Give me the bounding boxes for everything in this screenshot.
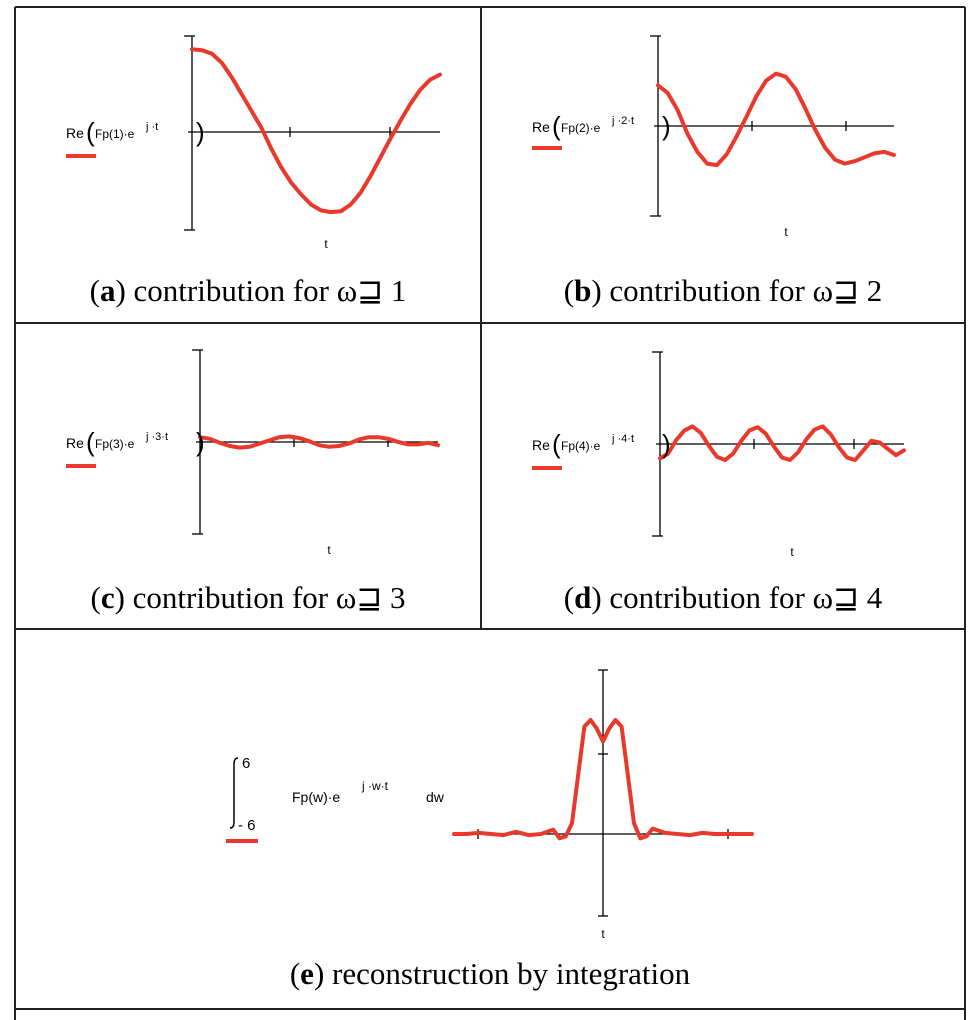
caption-b-text: ) contribution for ω⊒ 2: [591, 273, 883, 308]
chart-c: t Re(Fp(3)·e j ·3·t): [66, 349, 440, 557]
expression-underline-a: [66, 154, 96, 158]
expression-upper-e: 6: [242, 755, 250, 772]
caption-a-text: ) contribution for ω⊒ 1: [115, 273, 407, 308]
integral-sign-e: [229, 757, 239, 829]
expression-d: Re(Fp(4)·e j ·4·t): [532, 429, 671, 470]
expression-underline-c: [66, 464, 96, 468]
expression-sup-b: j ·2·t: [611, 115, 634, 127]
expression-paren-close-a: ): [196, 117, 205, 147]
expression-inner-e: Fp(w)·e: [292, 789, 340, 805]
caption-c: (c) contribution for ω⊒ 3: [16, 580, 480, 616]
x-axis-label-d: t: [790, 545, 794, 559]
expression-sup-a: j ·t: [145, 121, 158, 133]
expression-paren-close-b: ): [662, 111, 671, 141]
caption-c-open: (: [90, 580, 101, 615]
expression-inner-c: Fp(3)·e: [95, 437, 135, 451]
panel-e: t 6 - 6 Fp(w)·e j ·w·t dw (e) reconstruction …: [16, 630, 964, 1008]
expression-underline-b: [532, 146, 562, 150]
expression-paren-open-d: (: [552, 429, 561, 459]
series-line-d: [658, 424, 906, 462]
expression-paren-close-c: ): [196, 427, 205, 457]
expression-a: Re(Fp(1)·e j ·t): [66, 117, 205, 158]
caption-d-text: ) contribution for ω⊒ 4: [591, 580, 883, 615]
caption-e-open: (: [289, 956, 301, 991]
caption-c-letter: c: [100, 580, 115, 615]
caption-e-letter: e: [300, 956, 314, 991]
expression-underline-d: [532, 466, 562, 470]
chart-a: t Re(Fp(1)·e j ·t): [66, 35, 442, 251]
x-axis-label-a: t: [324, 237, 328, 251]
caption-b-letter: b: [574, 273, 592, 308]
expression-inner-b: Fp(2)·e: [561, 121, 601, 135]
caption-e-text: ) reconstruction by integration: [313, 956, 691, 991]
expression-c: Re(Fp(3)·e j ·3·t): [66, 427, 205, 468]
x-axis-label-b: t: [784, 225, 788, 239]
series-line-b: [656, 71, 896, 168]
expression-lower-e: - 6: [238, 817, 256, 834]
expression-re-c: Re: [66, 435, 84, 451]
expression-sup-e: j ·w·t: [361, 779, 389, 793]
expression-inner-d: Fp(4)·e: [561, 439, 601, 453]
x-axis-label-e: t: [601, 927, 605, 941]
series-line-a: [190, 47, 442, 215]
expression-underline-e: [226, 839, 258, 843]
expression-re-d: Re: [532, 437, 550, 453]
expression-paren-close-d: ): [662, 429, 671, 459]
caption-d-open: (: [563, 580, 575, 615]
series-line-e: [452, 718, 754, 841]
caption-a-open: (: [89, 273, 100, 308]
caption-e: (e) reconstruction by integration: [16, 956, 964, 992]
expression-paren-open-a: (: [86, 117, 95, 147]
caption-d-letter: d: [574, 580, 592, 615]
expression-dw-e: dw: [426, 789, 445, 805]
expression-paren-open-c: (: [86, 427, 95, 457]
x-axis-label-c: t: [327, 543, 331, 557]
caption-a: (a) contribution for ω⊒ 1: [16, 273, 480, 309]
expression-re-b: Re: [532, 119, 550, 135]
expression-sup-c: j ·3·t: [145, 431, 168, 443]
caption-c-text: ) contribution for ω⊒ 3: [114, 580, 406, 615]
chart-b: t Re(Fp(2)·e j ·2·t): [532, 35, 896, 239]
expression-b: Re(Fp(2)·e j ·2·t): [532, 111, 671, 150]
caption-d: (d) contribution for ω⊒ 4: [482, 580, 964, 616]
caption-b-open: (: [563, 273, 575, 308]
chart-d: t Re(Fp(4)·e j ·4·t): [532, 351, 906, 559]
expression-inner-a: Fp(1)·e: [95, 127, 135, 141]
caption-a-letter: a: [99, 273, 116, 308]
expression-re-a: Re: [66, 125, 84, 141]
expression-paren-open-b: (: [552, 111, 561, 141]
series-line-c: [198, 434, 440, 450]
expression-e: 6 - 6 Fp(w)·e j ·w·t dw: [226, 755, 445, 843]
chart-e: t 6 - 6 Fp(w)·e j ·w·t dw: [226, 669, 754, 941]
caption-b: (b) contribution for ω⊒ 2: [482, 273, 964, 309]
expression-sup-d: j ·4·t: [611, 433, 634, 445]
